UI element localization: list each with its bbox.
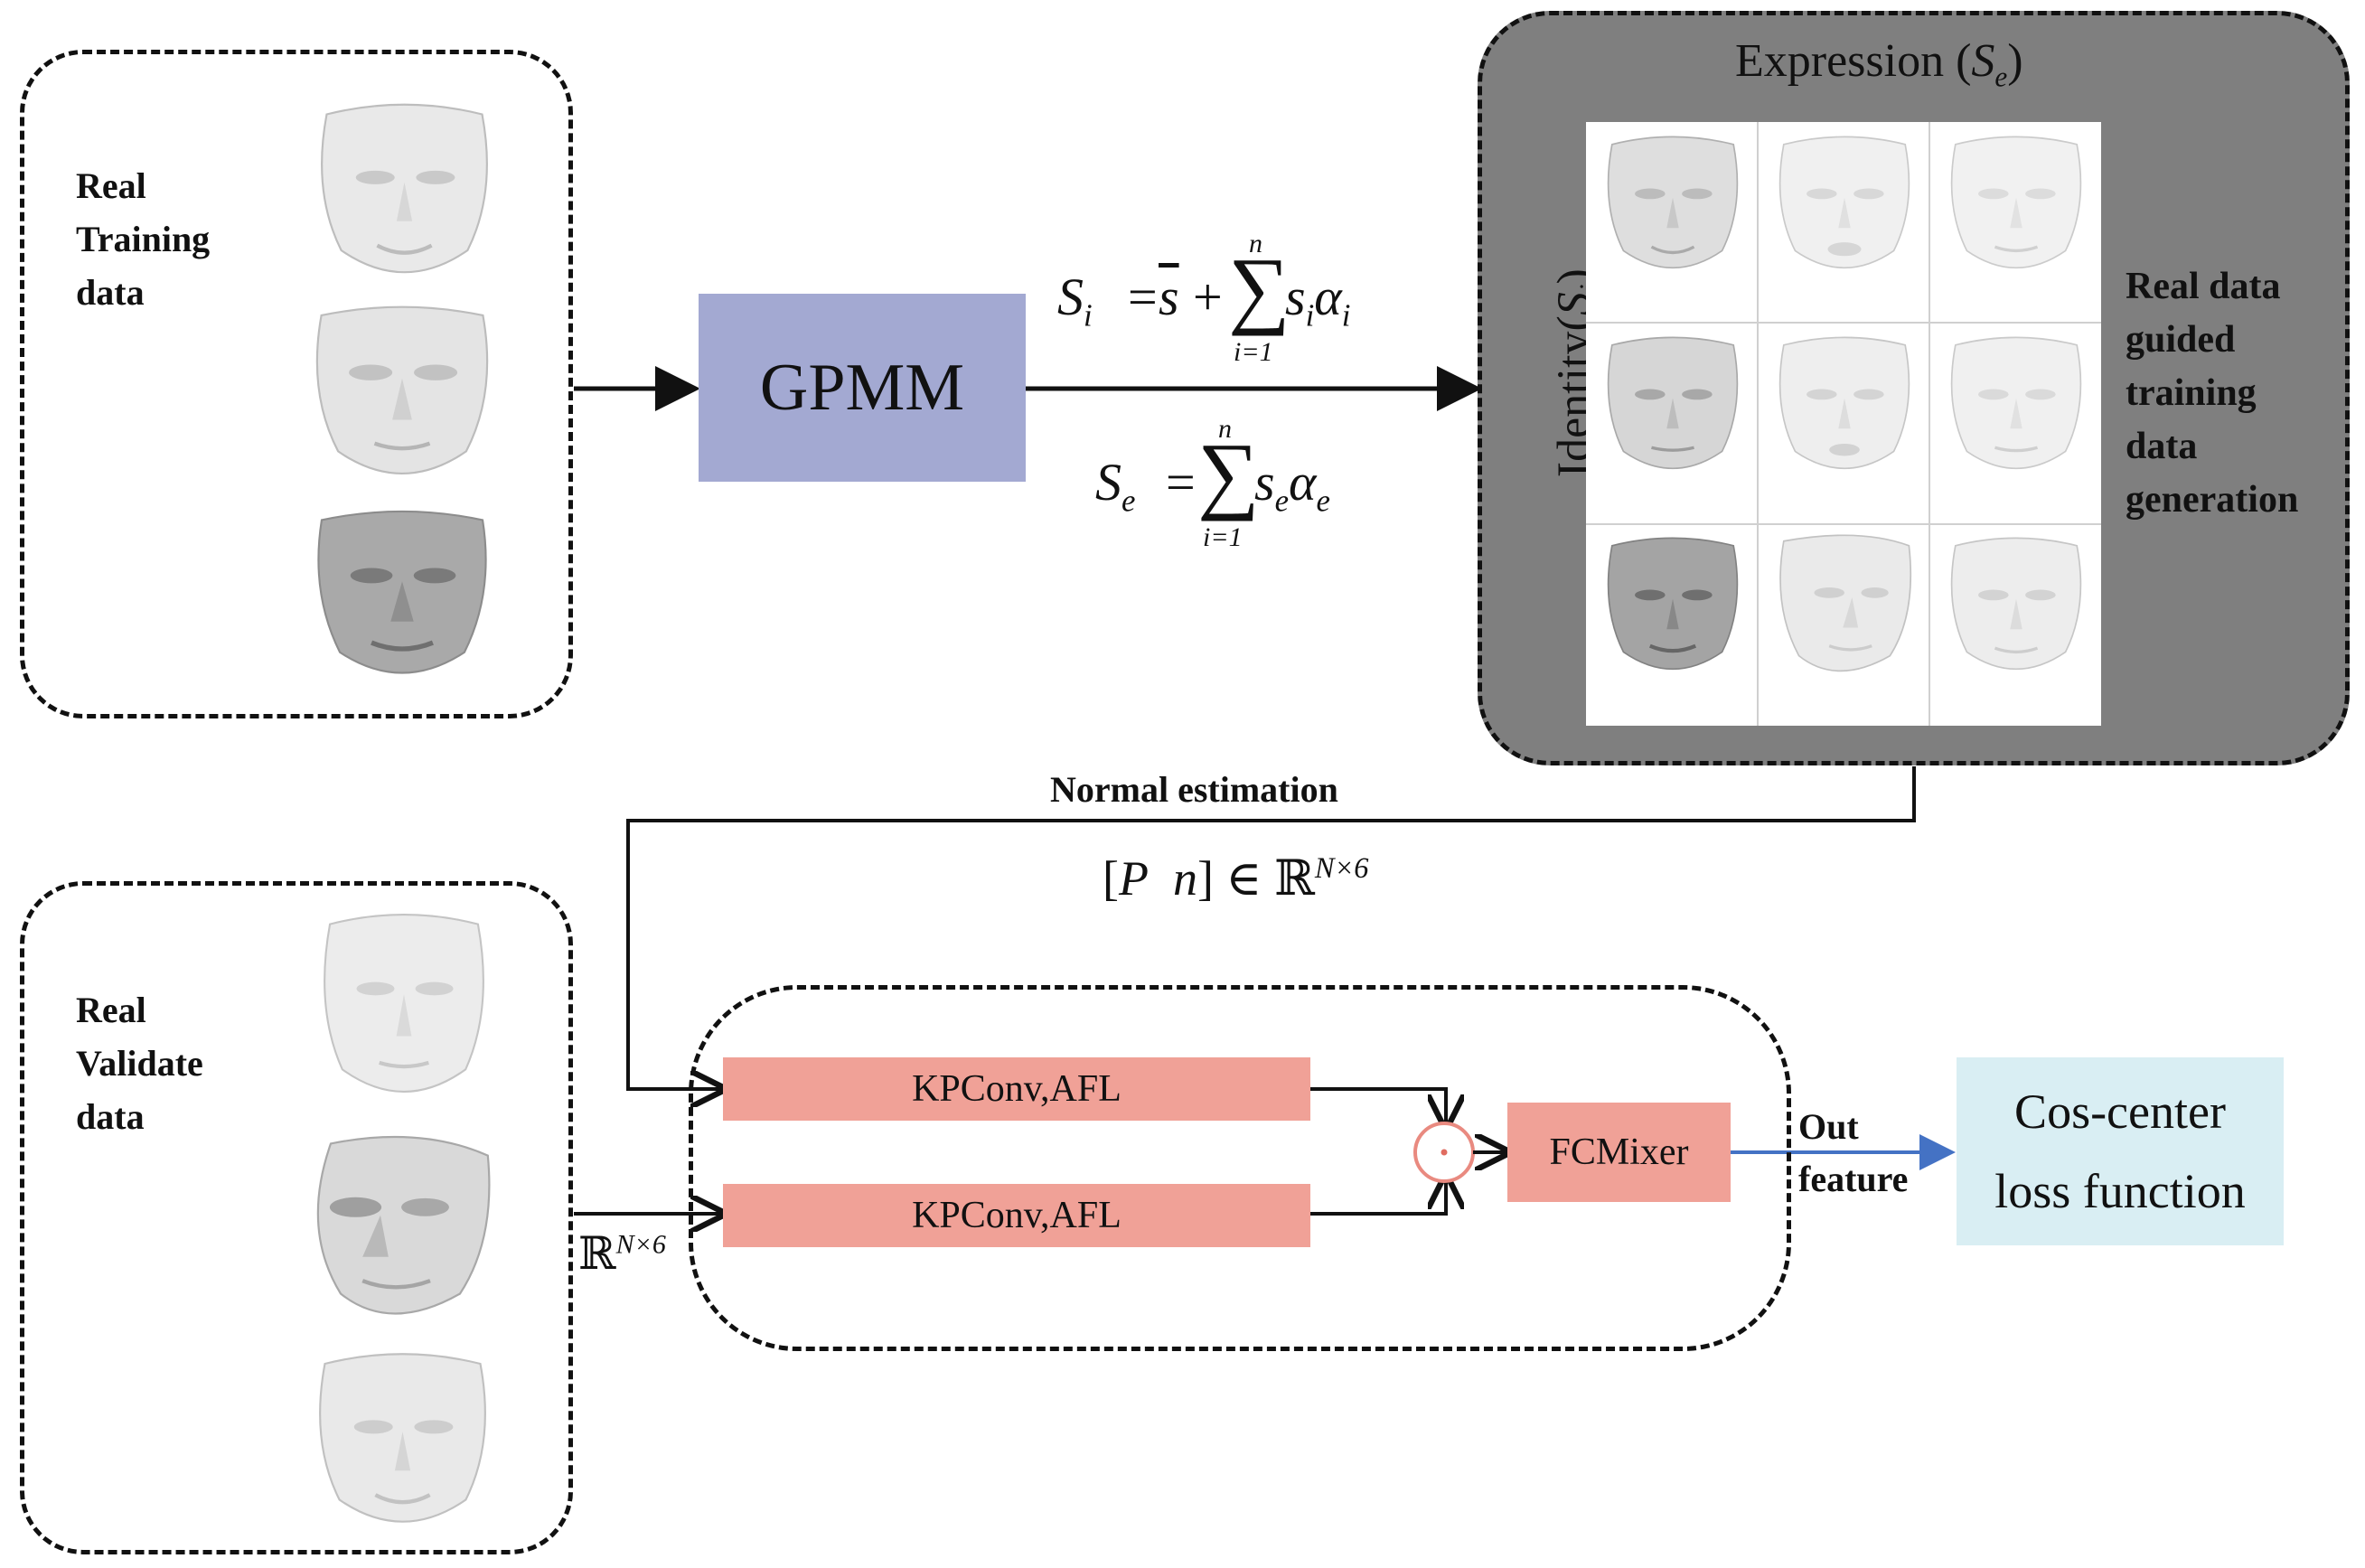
grid-face-r3c2 bbox=[1779, 534, 1912, 672]
ne-formula-p: P bbox=[1118, 851, 1149, 906]
normal-estimation-formula: [P n] ∈ ℝN×6 bbox=[1103, 850, 1369, 906]
training-face-1 bbox=[321, 103, 488, 274]
grid-face-r3c1 bbox=[1607, 537, 1739, 671]
expression-lhs: S bbox=[1095, 453, 1121, 512]
expression-coef: α bbox=[1289, 453, 1317, 512]
expression-lhs-sub: e bbox=[1121, 483, 1136, 519]
identity-coef: α bbox=[1314, 268, 1342, 326]
validate-label-line-1: Real bbox=[76, 990, 146, 1030]
loss-line-2: loss function bbox=[1994, 1164, 2246, 1218]
grid-face-r2c2 bbox=[1778, 336, 1910, 470]
expression-coef-sub: e bbox=[1316, 483, 1330, 519]
generation-title: Expression (Se) bbox=[1735, 34, 2023, 93]
ne-formula-right: ] bbox=[1197, 851, 1214, 906]
fcmixer-block: FCMixer bbox=[1507, 1103, 1731, 1202]
generation-title-prefix: Expression ( bbox=[1735, 35, 1972, 87]
generation-caption-line-1: Real data bbox=[2126, 266, 2281, 307]
validate-data-label: Real Validate data bbox=[76, 983, 203, 1143]
ne-formula-dims: N×6 bbox=[1314, 852, 1369, 885]
expression-term: s bbox=[1254, 453, 1275, 512]
cos-center-loss-block: Cos-center loss function bbox=[1957, 1057, 2284, 1245]
identity-sum-top: n bbox=[1249, 229, 1262, 258]
generation-caption-line-4: data bbox=[2126, 426, 2198, 467]
validate-face-2 bbox=[316, 1135, 491, 1315]
generation-caption-line-5: generation bbox=[2126, 479, 2299, 521]
edge-kpconv-top-to-mix bbox=[1310, 1087, 1446, 1127]
generation-caption: Real data guided training data generatio… bbox=[2126, 260, 2298, 527]
training-label-line-1: Real bbox=[76, 165, 146, 206]
grid-face-r2c1 bbox=[1607, 336, 1739, 470]
training-face-3 bbox=[317, 510, 487, 674]
identity-sum-bottom: i=1 bbox=[1234, 337, 1273, 367]
ne-formula-in: ∈ bbox=[1225, 851, 1262, 906]
generation-face-grid bbox=[1586, 122, 2101, 726]
expression-sum-bottom: i=1 bbox=[1203, 522, 1243, 552]
identity-formula: Si = s + ∑ n i=1 siαi bbox=[1057, 229, 1351, 367]
generation-title-var: S bbox=[1971, 35, 1995, 87]
grid-face-r3c3 bbox=[1950, 537, 2082, 671]
identity-mean: s bbox=[1159, 268, 1179, 326]
validate-label-line-3: data bbox=[76, 1096, 145, 1137]
grid-face-r1c1 bbox=[1607, 136, 1739, 269]
output-label-line-1: Out bbox=[1798, 1106, 1859, 1147]
normal-estimation-label: Normal estimation bbox=[1050, 769, 1338, 810]
ne-formula-space: ℝ bbox=[1273, 851, 1315, 906]
identity-term: s bbox=[1285, 268, 1306, 326]
generation-title-sub: e bbox=[1994, 61, 2008, 93]
network-group bbox=[689, 985, 1791, 1351]
output-label-line-2: feature bbox=[1798, 1159, 1909, 1199]
training-data-label: Real Training data bbox=[76, 159, 210, 319]
identity-lhs: S bbox=[1057, 268, 1084, 326]
grid-face-r1c2 bbox=[1778, 136, 1910, 269]
training-label-line-2: Training bbox=[76, 219, 211, 259]
kpconv-afl-block-bottom: KPConv,AFL bbox=[723, 1184, 1310, 1247]
validate-face-3 bbox=[319, 1353, 486, 1523]
validate-input-space-symbol: ℝ bbox=[578, 1228, 616, 1279]
training-data-group bbox=[20, 50, 573, 718]
expression-term-sub: e bbox=[1274, 483, 1290, 519]
validate-input-dims: N×6 bbox=[615, 1229, 666, 1260]
training-face-2 bbox=[315, 305, 489, 474]
expression-sum-top: n bbox=[1218, 414, 1232, 444]
validate-data-group bbox=[20, 881, 573, 1554]
gpmm-block: GPMM bbox=[699, 294, 1026, 482]
identity-term-sub: i bbox=[1305, 297, 1315, 333]
kpconv-afl-block-top: KPConv,AFL bbox=[723, 1057, 1310, 1121]
loss-line-1: Cos-center bbox=[2014, 1084, 2226, 1139]
elementwise-product-dot bbox=[1441, 1149, 1448, 1156]
validate-label-line-2: Validate bbox=[76, 1043, 203, 1084]
edge-kpconv-bottom-to-mix bbox=[1310, 1177, 1446, 1216]
validate-face-1 bbox=[324, 914, 484, 1093]
generation-caption-line-2: guided bbox=[2126, 319, 2236, 361]
edge-normal-estimation bbox=[626, 766, 1916, 1089]
ne-formula-n: n bbox=[1172, 851, 1197, 906]
training-label-line-3: data bbox=[76, 272, 145, 313]
generation-title-suffix: ) bbox=[2007, 35, 2023, 87]
grid-face-r2c3 bbox=[1950, 336, 2082, 470]
generation-caption-line-3: training bbox=[2126, 372, 2257, 414]
expression-formula: Se = ∑ n i=1 seαe bbox=[1095, 414, 1330, 552]
validate-input-space: ℝN×6 bbox=[578, 1227, 666, 1280]
ne-formula-left: [ bbox=[1103, 851, 1119, 906]
output-feature-label: Out feature bbox=[1798, 1101, 1908, 1206]
generation-face-grid-svg bbox=[1586, 122, 2101, 726]
grid-face-r1c3 bbox=[1950, 136, 2082, 269]
identity-lhs-sub: i bbox=[1084, 297, 1093, 333]
identity-coef-sub: i bbox=[1341, 297, 1351, 333]
